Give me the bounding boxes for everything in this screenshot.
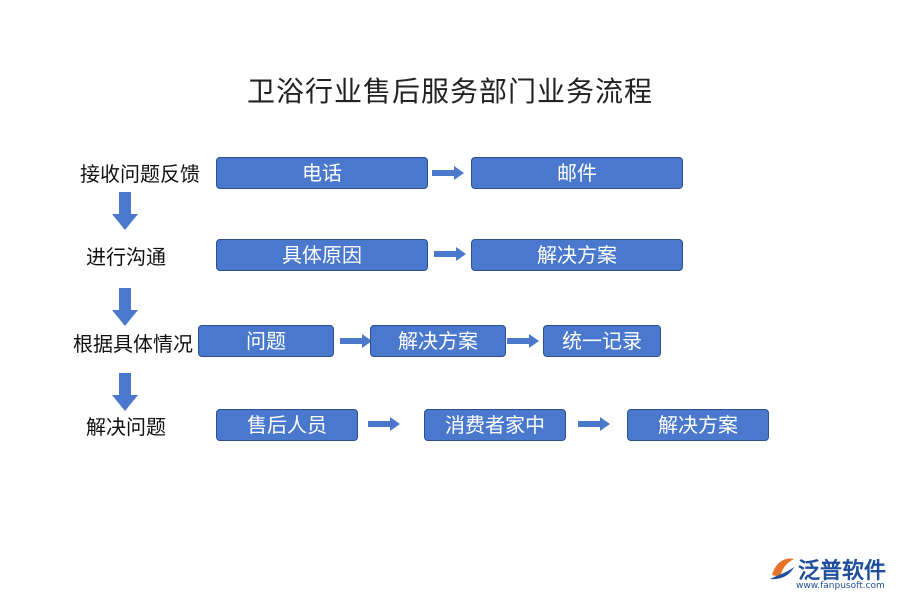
right-arrow-icon xyxy=(507,334,539,348)
box-after-sales-staff[interactable]: 售后人员 xyxy=(216,409,358,441)
step-label-solve-problem: 解决问题 xyxy=(86,415,166,439)
box-phone[interactable]: 电话 xyxy=(216,157,428,189)
logo-brand-name: 泛普软件 xyxy=(798,559,887,584)
diagram-title: 卫浴行业售后服务部门业务流程 xyxy=(246,75,653,108)
step-label-by-situation: 根据具体情况 xyxy=(73,332,193,356)
box-customer-home[interactable]: 消费者家中 xyxy=(424,409,566,441)
down-arrow-icon xyxy=(112,288,138,326)
right-arrow-icon xyxy=(578,417,610,431)
fanpu-logo-icon xyxy=(770,558,794,580)
box-email[interactable]: 邮件 xyxy=(471,157,683,189)
box-unified-record[interactable]: 统一记录 xyxy=(543,325,661,357)
right-arrow-icon xyxy=(340,334,372,348)
right-arrow-icon xyxy=(434,247,466,261)
step-label-communicate: 进行沟通 xyxy=(86,245,166,269)
right-arrow-icon xyxy=(368,417,400,431)
right-arrow-icon xyxy=(432,166,464,180)
box-problem[interactable]: 问题 xyxy=(198,325,334,357)
box-solution[interactable]: 解决方案 xyxy=(471,239,683,271)
logo-url: www.fanpusoft.com xyxy=(796,581,885,591)
box-solution[interactable]: 解决方案 xyxy=(370,325,506,357)
down-arrow-icon xyxy=(112,373,138,411)
box-solution[interactable]: 解决方案 xyxy=(627,409,769,441)
fanpu-logo: 泛普软件 www.fanpusoft.com xyxy=(768,553,894,597)
box-specific-cause[interactable]: 具体原因 xyxy=(216,239,428,271)
step-label-receive-feedback: 接收问题反馈 xyxy=(80,162,200,186)
down-arrow-icon xyxy=(112,192,138,230)
